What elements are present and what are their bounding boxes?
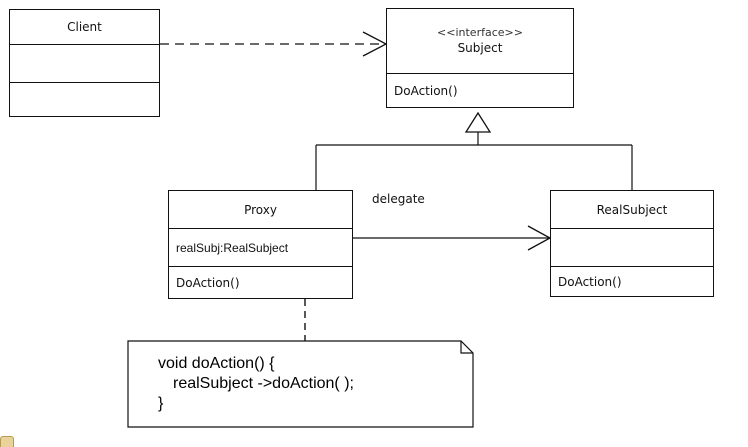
class-client-name: Client bbox=[67, 20, 102, 34]
folder-icon[interactable] bbox=[0, 436, 14, 447]
interface-subject-header: <<interface>> Subject bbox=[387, 9, 573, 74]
class-client-header: Client bbox=[10, 10, 159, 45]
realization-triangle bbox=[464, 111, 492, 133]
class-realsubject-operations: DoAction() bbox=[551, 267, 713, 296]
note-fold bbox=[460, 341, 473, 354]
interface-subject-operations: DoAction() bbox=[387, 74, 573, 107]
proxy-attribute: realSubj:RealSubject bbox=[176, 240, 289, 255]
class-proxy-operations: DoAction() bbox=[169, 267, 352, 298]
class-proxy-name: Proxy bbox=[244, 202, 277, 217]
interface-subject-name: Subject bbox=[457, 41, 503, 55]
class-client-operations bbox=[10, 83, 159, 116]
class-realsubject-name: RealSubject bbox=[596, 202, 668, 217]
proxy-method: DoAction() bbox=[176, 275, 240, 290]
class-client[interactable]: Client bbox=[9, 9, 160, 117]
class-proxy-attributes: realSubj:RealSubject bbox=[169, 229, 352, 267]
class-client-attributes bbox=[10, 45, 159, 83]
delegate-label: delegate bbox=[372, 192, 425, 206]
note-line-2: realSubject ->doAction( ); bbox=[173, 375, 354, 392]
note-line-1: void doAction() { bbox=[158, 355, 275, 372]
class-realsubject[interactable]: RealSubject DoAction() bbox=[550, 190, 714, 297]
interface-subject[interactable]: <<interface>> Subject DoAction() bbox=[386, 8, 574, 108]
code-note[interactable]: void doAction() { realSubject ->doAction… bbox=[128, 341, 473, 427]
subject-method: DoAction() bbox=[394, 83, 458, 98]
class-realsubject-header: RealSubject bbox=[551, 191, 713, 229]
interface-stereotype: <<interface>> bbox=[437, 26, 523, 39]
class-realsubject-attributes bbox=[551, 229, 713, 267]
class-proxy[interactable]: Proxy realSubj:RealSubject DoAction() bbox=[168, 190, 353, 299]
note-outline bbox=[127, 340, 474, 428]
class-proxy-header: Proxy bbox=[169, 191, 352, 229]
realsubject-method: DoAction() bbox=[558, 274, 622, 289]
note-line-3: } bbox=[158, 395, 164, 412]
